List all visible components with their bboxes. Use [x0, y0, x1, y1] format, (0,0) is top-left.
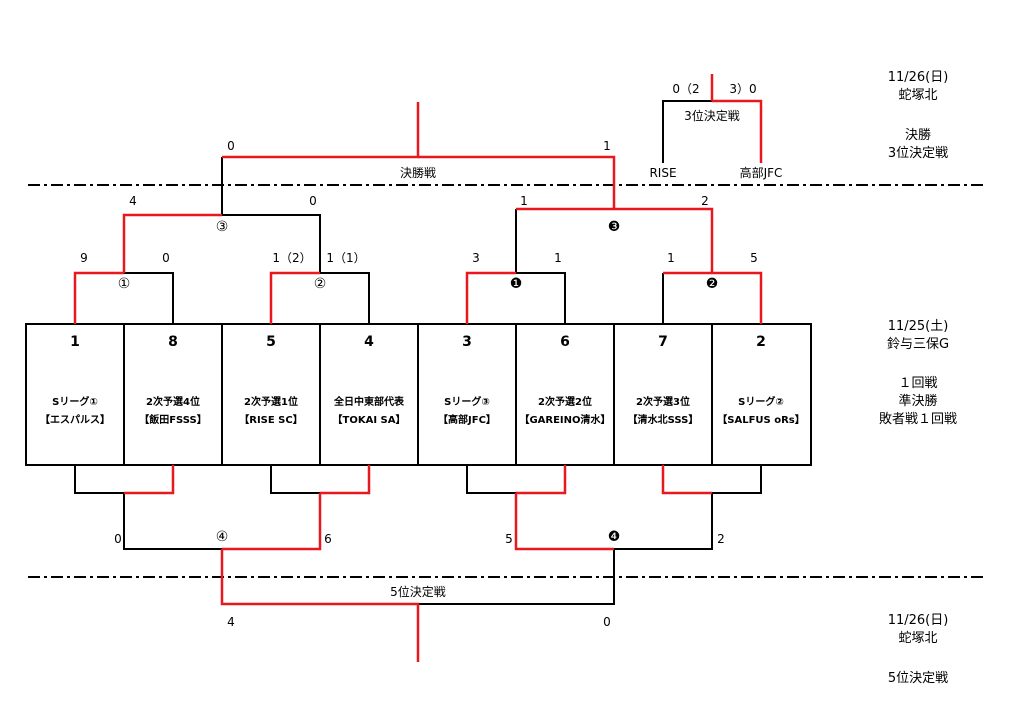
team-line2: 【清水北SSS】: [628, 413, 699, 426]
match-marker: ❸: [608, 219, 621, 235]
team-6: 7 2次予選3位 【清水北SSS】: [628, 334, 699, 426]
score: 0: [162, 251, 170, 265]
fifth-place-title: 5位決定戦: [390, 584, 446, 599]
scores-consolation: 0 6 5 2: [114, 532, 725, 546]
match-markers: ① ② ③ ④ ❶ ❷ ❸ ❹: [118, 219, 719, 545]
team-line2: 【飯田FSSS】: [139, 413, 207, 426]
scores-r1: 9 0 1（2） 1（1） 3 1 1 5: [80, 251, 758, 265]
score: 6: [324, 532, 332, 546]
match-marker: ❷: [706, 276, 719, 292]
bracket-lines-winner: [73, 74, 763, 662]
score: 0（2: [672, 82, 699, 96]
match-marker: ④: [216, 529, 229, 545]
team-seed: 7: [658, 334, 668, 350]
venue: 鈴与三保G: [887, 337, 949, 352]
round-note: 5位決定戦: [888, 671, 948, 686]
score: 0: [309, 194, 317, 208]
team-line2: 【高部JFC】: [438, 413, 496, 426]
match-marker: ③: [216, 219, 229, 235]
scores-third: 0（2 3）0: [672, 82, 756, 96]
final-title: 決勝戦: [400, 165, 436, 180]
score: 1（1）: [326, 251, 365, 265]
team-0: 1 Sリーグ① 【エスパルス】: [40, 334, 110, 426]
team-line1: 2次予選3位: [636, 395, 690, 408]
date: 11/26(日): [888, 613, 949, 628]
team-line1: 2次予選4位: [146, 395, 200, 408]
score: 5: [505, 532, 513, 546]
score: 1: [520, 194, 528, 208]
score: 2: [701, 194, 709, 208]
venue: 蛇塚北: [898, 88, 937, 103]
bracket-lines-loser: [74, 100, 762, 605]
match-marker: ❶: [510, 276, 523, 292]
score: 1（2）: [272, 251, 311, 265]
round-note: 決勝: [905, 128, 931, 143]
venue: 蛇塚北: [898, 631, 937, 646]
score: 9: [80, 251, 88, 265]
score: 1: [554, 251, 562, 265]
round-note: 敗者戦１回戦: [879, 412, 957, 427]
team-line2: 【TOKAI SA】: [333, 413, 406, 426]
scores-fifth: 4 0: [227, 615, 611, 629]
round-note: 3位決定戦: [888, 146, 948, 161]
schedule-day2-bottom: 11/26(日) 蛇塚北 5位決定戦: [888, 613, 949, 686]
third-team-right: 高部JFC: [740, 165, 783, 180]
team-5: 6 2次予選2位 【GAREINO清水】: [519, 334, 610, 426]
team-3: 4 全日中東部代表 【TOKAI SA】: [333, 334, 406, 426]
team-line2: 【SALFUS oRs】: [717, 413, 804, 426]
round-note: １回戦: [898, 376, 937, 391]
match-marker: ②: [314, 276, 327, 292]
third-place-title: 3位決定戦: [684, 108, 740, 123]
match-marker: ①: [118, 276, 131, 292]
team-line2: 【エスパルス】: [40, 413, 110, 426]
team-seed: 3: [462, 334, 472, 350]
score: 0: [227, 139, 235, 153]
team-line1: 全日中東部代表: [333, 395, 405, 408]
team-line1: 2次予選2位: [538, 395, 592, 408]
score: 4: [227, 615, 235, 629]
team-4: 3 Sリーグ③ 【高部JFC】: [438, 334, 496, 426]
round-note: 準決勝: [898, 393, 937, 409]
team-boxes: [25, 323, 812, 466]
team-line1: 2次予選1位: [244, 395, 298, 408]
schedule-day1: 11/25(土) 鈴与三保G １回戦 準決勝 敗者戦１回戦: [879, 319, 957, 427]
scores-final: 0 1: [227, 139, 611, 153]
scores-semi: 4 0 1 2: [129, 194, 709, 208]
team-seed: 5: [266, 334, 276, 350]
team-line1: Sリーグ②: [738, 395, 784, 408]
score: 4: [129, 194, 137, 208]
date: 11/25(土): [888, 319, 949, 334]
score: 0: [114, 532, 122, 546]
team-line2: 【GAREINO清水】: [519, 413, 610, 426]
schedule-day2-top: 11/26(日) 蛇塚北 決勝 3位決定戦: [888, 70, 949, 161]
team-7: 2 Sリーグ② 【SALFUS oRs】: [717, 334, 804, 426]
score: 3）0: [729, 82, 756, 96]
team-line1: Sリーグ③: [444, 395, 490, 408]
third-team-left: RISE: [649, 166, 676, 180]
score: 1: [603, 139, 611, 153]
team-seed: 2: [756, 334, 766, 350]
team-line2: 【RISE SC】: [239, 413, 302, 426]
team-seed: 6: [560, 334, 570, 350]
score: 0: [603, 615, 611, 629]
score: 1: [667, 251, 675, 265]
score: 2: [717, 532, 725, 546]
team-2: 5 2次予選1位 【RISE SC】: [239, 334, 302, 426]
team-seed: 1: [70, 334, 80, 350]
team-1: 8 2次予選4位 【飯田FSSS】: [139, 334, 207, 426]
score: 3: [472, 251, 480, 265]
team-seed: 8: [168, 334, 178, 350]
match-marker: ❹: [608, 529, 621, 545]
score: 5: [750, 251, 758, 265]
team-seed: 4: [364, 334, 374, 350]
date: 11/26(日): [888, 70, 949, 85]
team-line1: Sリーグ①: [52, 395, 98, 408]
